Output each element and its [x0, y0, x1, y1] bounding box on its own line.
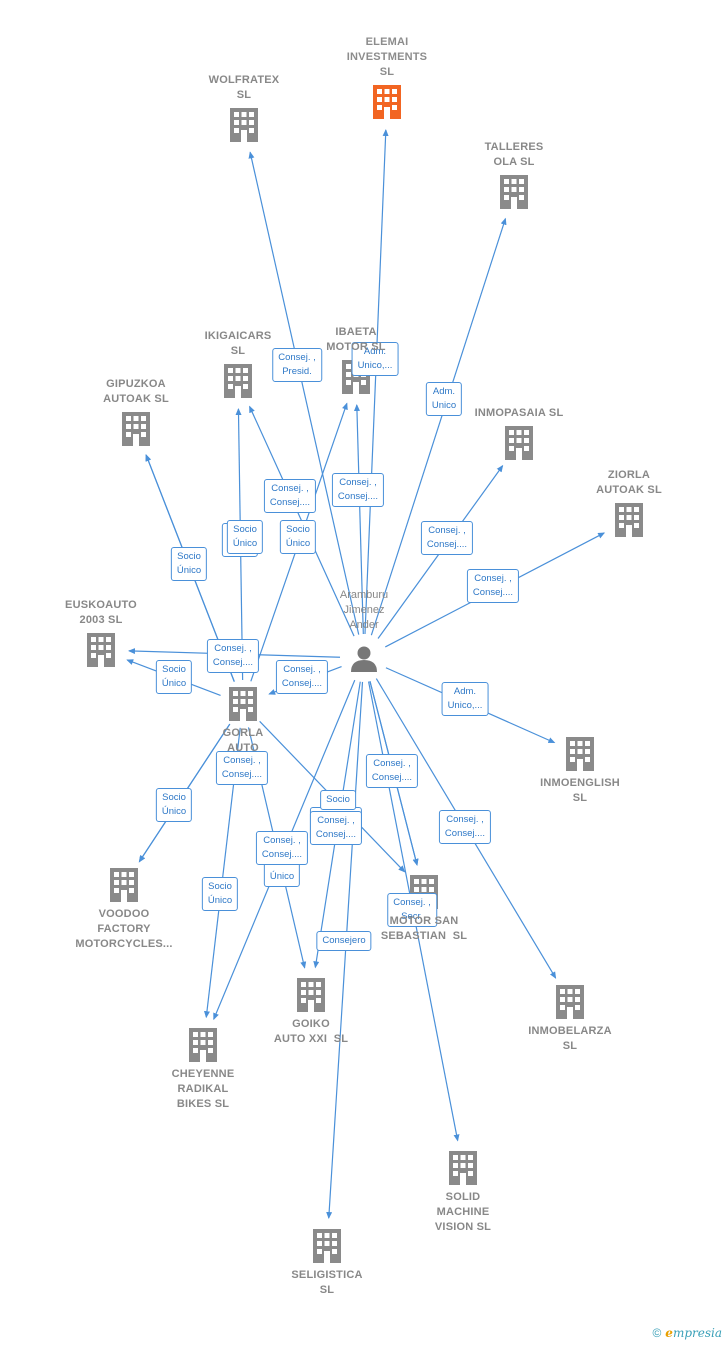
edge-label[interactable]: Consej. , Consej....	[309, 811, 363, 845]
seligistica-building-icon[interactable]	[313, 1229, 341, 1263]
copyright-icon: ©	[652, 1326, 662, 1340]
company-label-solid[interactable]: SOLID MACHINE VISION SL	[434, 1191, 492, 1233]
company-label-voodoo[interactable]: VOODOO FACTORY MOTORCYCLES...	[75, 908, 173, 950]
company-label-ziorla[interactable]: ZIORLA AUTOAK SL	[596, 469, 662, 496]
company-label-talleres[interactable]: TALLERES OLA SL	[484, 141, 544, 168]
edge-label[interactable]: Adm. Unico,...	[351, 342, 399, 376]
company-label-motorsan[interactable]: MOTOR SAN SEBASTIAN SL	[380, 915, 468, 942]
edge-label[interactable]: Consej. , Consej....	[275, 660, 329, 694]
solid-building-icon[interactable]	[449, 1151, 477, 1185]
edge-label[interactable]: Consej. , Consej....	[438, 810, 492, 844]
company-label-inmoenglish[interactable]: INMOENGLISH SL	[540, 777, 620, 804]
edge-label[interactable]: Socio Único	[155, 660, 193, 694]
company-label-goiko[interactable]: GOIKO AUTO XXI SL	[273, 1018, 349, 1045]
company-label-ibaeta[interactable]: IBAETA MOTOR SL	[326, 326, 386, 353]
ziorla-building-icon[interactable]	[615, 503, 643, 537]
edge-label[interactable]: Socio Único	[155, 788, 193, 822]
edge-label[interactable]: Consej. , Consej....	[331, 473, 385, 507]
edge-label[interactable]: Socio Único	[226, 520, 264, 554]
company-label-inmobelarza[interactable]: INMOBELARZA SL	[528, 1025, 612, 1052]
company-label-ikigaicars[interactable]: IKIGAICARS SL	[204, 330, 272, 357]
company-label-gipuzkoa[interactable]: GIPUZKOA AUTOAK SL	[103, 378, 169, 405]
ikigaicars-building-icon[interactable]	[224, 364, 252, 398]
cheyenne-building-icon[interactable]	[189, 1028, 217, 1062]
edge-center-elemai	[364, 128, 389, 635]
company-label-cheyenne[interactable]: CHEYENNE RADIKAL BIKES SL	[171, 1068, 235, 1110]
talleres-building-icon[interactable]	[500, 175, 528, 209]
inmoenglish-building-icon[interactable]	[566, 737, 594, 771]
elemai-building-icon[interactable]	[373, 85, 401, 119]
edge-label[interactable]: Socio Único	[170, 547, 208, 581]
company-label-wolfratex[interactable]: WOLFRATEX SL	[208, 74, 280, 101]
company-label-gorla[interactable]: GORLA AUTO	[222, 727, 264, 754]
edge-label[interactable]: Consej. , Consej....	[365, 754, 419, 788]
edge-label[interactable]: Adm. Unico,...	[441, 682, 489, 716]
person-icon[interactable]	[351, 646, 377, 673]
company-label-seligistica[interactable]: SELIGISTICA SL	[291, 1269, 363, 1296]
edge-label[interactable]: Socio	[320, 790, 356, 810]
edge-label[interactable]: Consejero	[316, 931, 372, 951]
gorla-building-icon[interactable]	[229, 687, 257, 721]
edge-label[interactable]: Consej. , Consej....	[420, 521, 474, 555]
goiko-building-icon[interactable]	[297, 978, 325, 1012]
company-label-euskoauto[interactable]: EUSKOAUTO 2003 SL	[65, 599, 137, 626]
gipuzkoa-building-icon[interactable]	[122, 412, 150, 446]
edge-center-talleres	[370, 217, 507, 636]
company-label-inmopasaia[interactable]: INMOPASAIA SL	[474, 407, 564, 419]
edge-label[interactable]: Consej. , Consej....	[263, 479, 317, 513]
edge-label[interactable]: Consej. , Consej....	[215, 751, 269, 785]
euskoauto-building-icon[interactable]	[87, 633, 115, 667]
inmobelarza-building-icon[interactable]	[556, 985, 584, 1019]
voodoo-building-icon[interactable]	[110, 868, 138, 902]
edge-label[interactable]: Consej. , Consej....	[466, 569, 520, 603]
edge-center-wolfratex	[248, 151, 360, 635]
empresia-logo[interactable]: ©empresia	[652, 1326, 722, 1340]
edge-label[interactable]: Consej. , Consej....	[255, 831, 309, 865]
edge-center-ibaeta	[353, 403, 364, 635]
company-label-elemai[interactable]: ELEMAI INVESTMENTS SL	[346, 36, 428, 78]
edge-label[interactable]: Consej. , Secr.	[387, 893, 437, 927]
edge-label[interactable]: Socio Único	[201, 877, 239, 911]
edge-label[interactable]: Adm. Unico	[425, 382, 463, 416]
edge-label[interactable]: Consej. , Consej....	[206, 639, 260, 673]
inmopasaia-building-icon[interactable]	[505, 426, 533, 460]
wolfratex-building-icon[interactable]	[230, 108, 258, 142]
edge-label[interactable]: Socio Único	[279, 520, 317, 554]
person-name-label[interactable]: Aramburu Jimenez Ander	[339, 589, 389, 631]
edge-label[interactable]: Consej. , Presid.	[272, 348, 322, 382]
